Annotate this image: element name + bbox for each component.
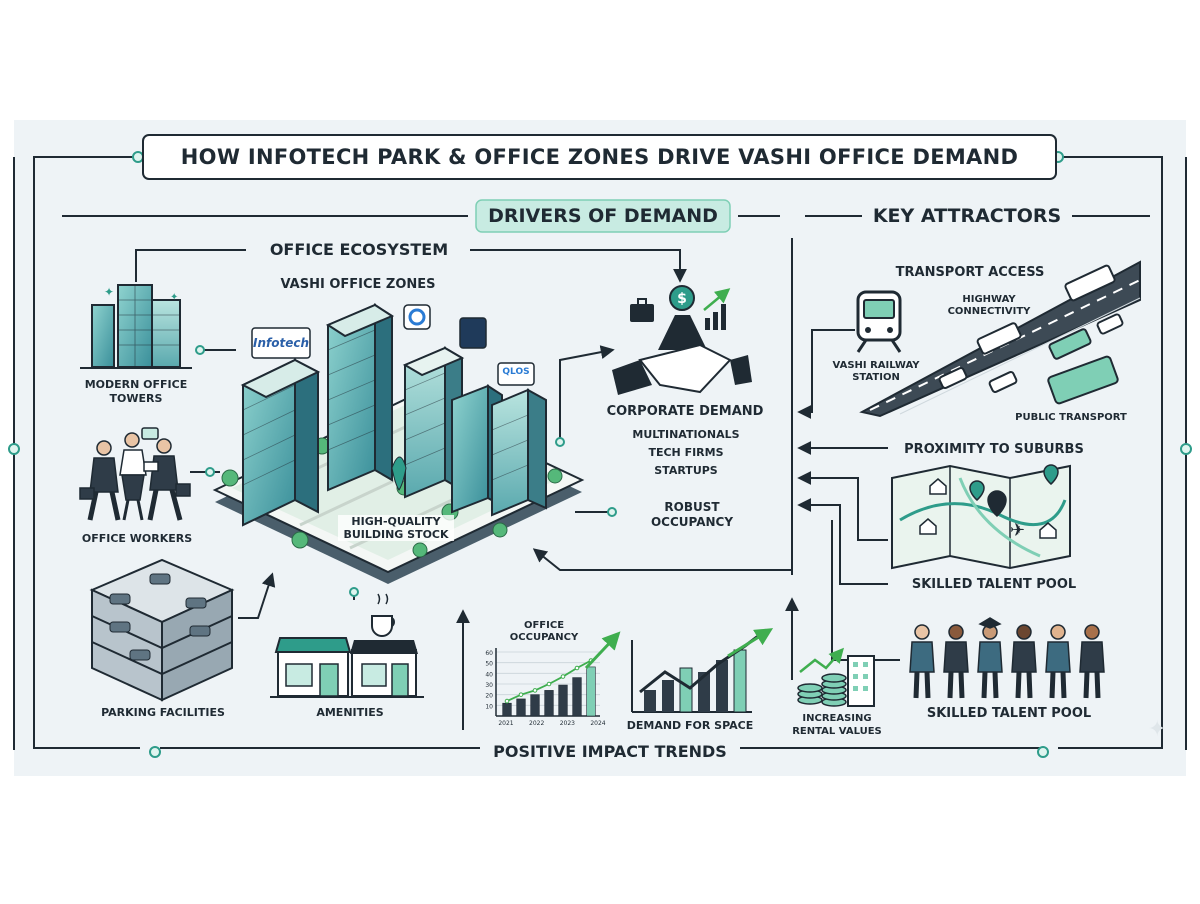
chart-trend-point — [518, 692, 524, 697]
talent-person-icon — [977, 617, 1003, 699]
corporate-item-tech-firms: TECH FIRMS — [648, 446, 724, 459]
chart-x-tick-label: 2024 — [590, 720, 605, 727]
demand-space-chart — [631, 628, 774, 713]
proximity-to-suburbs-label: PROXIMITY TO SUBURBS — [904, 442, 1084, 457]
talent-person-icon — [1045, 624, 1071, 699]
suburbs-map-icon: ✈ — [891, 464, 1071, 570]
parking-icon — [89, 558, 235, 702]
skilled-talent-pool-label-1: SKILLED TALENT POOL — [911, 577, 1077, 592]
vashi-railway-station-label: VASHI RAILWAY STATION — [832, 360, 920, 383]
chart-bar — [516, 698, 526, 717]
transport-access-label: TRANSPORT ACCESS — [895, 265, 1045, 280]
chart-trend-point — [574, 665, 580, 671]
occupancy-chart: 10 20 30 40 50 60 2021 2022 2023 2024 — [485, 631, 621, 727]
office-workers-label: OFFICE WORKERS — [81, 532, 193, 545]
chart-y-tick-label: 20 — [485, 693, 493, 700]
chart-x-tick-label: 2021 — [498, 720, 513, 727]
modern-office-towers-label: MODERN OFFICE TOWERS — [84, 378, 188, 405]
svg-text:✦: ✦ — [104, 285, 114, 299]
chart-trend-point — [546, 681, 552, 687]
sparkle-icon: ✦ — [1148, 717, 1166, 742]
amenities-icon — [270, 593, 424, 698]
parking-facilities-label: PARKING FACILITIES — [101, 706, 225, 719]
corporate-demand-heading: CORPORATE DEMAND — [606, 404, 764, 419]
handshake-icon: $ — [612, 285, 752, 395]
vashi-office-zones-label: VASHI OFFICE ZONES — [280, 277, 436, 292]
infotech-logo-text: Infotech — [252, 336, 309, 350]
chart-trend-point — [504, 698, 510, 704]
amenities-label: AMENITIES — [316, 706, 384, 719]
public-transport-label: PUBLIC TRANSPORT — [1015, 412, 1127, 423]
connector-nodes — [195, 345, 617, 597]
transport-illustration — [856, 260, 1141, 418]
corporate-item-multinationals: MULTINATIONALS — [632, 428, 740, 441]
chart-trend-point — [532, 688, 538, 693]
svg-text:✈: ✈ — [1010, 520, 1025, 541]
title-box — [142, 134, 1057, 180]
building-stock-label: HIGH-QUALITY BUILDING STOCK — [338, 515, 454, 541]
chart-bar — [544, 690, 554, 717]
chart-y-tick-label: 50 — [485, 661, 493, 668]
chart-y-tick-label: 30 — [485, 682, 493, 689]
office-zones-illustration — [212, 303, 585, 584]
chart-growth-arrow — [584, 631, 621, 670]
talent-person-icon — [1011, 624, 1037, 699]
chart-bar — [558, 684, 568, 717]
robust-occupancy-label: ROBUST OCCUPANCY — [650, 500, 734, 529]
chart-bar — [530, 694, 540, 717]
talent-person-icon — [909, 624, 935, 699]
rental-values-icon — [797, 647, 875, 707]
increasing-rental-values-label: INCREASING RENTAL VALUES — [792, 713, 882, 737]
office-occupancy-chart-title: OFFICE OCCUPANCY — [509, 620, 579, 643]
talent-pool-people — [909, 617, 1105, 699]
section-drivers-of-demand: DRIVERS OF DEMAND — [488, 205, 718, 227]
qlos-logo-text: QLOS — [502, 367, 530, 377]
chart-y-tick-label: 60 — [485, 650, 493, 657]
chart-x-tick-label: 2023 — [560, 720, 575, 727]
chart-bar — [502, 702, 512, 717]
talent-person-icon — [1079, 624, 1105, 699]
svg-text:$: $ — [677, 291, 687, 307]
svg-text:✦: ✦ — [170, 292, 178, 303]
highway-connectivity-label: HIGHWAY CONNECTIVITY — [947, 294, 1031, 317]
office-workers-icon — [79, 427, 191, 521]
chart-bar — [586, 666, 596, 717]
section-positive-impact-trends: POSITIVE IMPACT TRENDS — [482, 742, 738, 761]
drivers-pill — [475, 199, 731, 233]
page-title: HOW INFOTECH PARK & OFFICE ZONES DRIVE V… — [180, 145, 1019, 169]
talent-person-icon — [943, 624, 969, 699]
chart-bar — [572, 677, 582, 717]
demand-for-space-label: DEMAND FOR SPACE — [626, 719, 754, 732]
chart-trend-point — [560, 674, 566, 679]
chart-x-tick-label: 2022 — [529, 720, 544, 727]
ecosystem-heading-bg — [248, 238, 470, 262]
office-ecosystem-heading: OFFICE ECOSYSTEM — [269, 240, 449, 259]
chart-y-tick-label: 10 — [485, 703, 493, 710]
section-dividers — [62, 215, 1150, 575]
skilled-talent-pool-label-2: SKILLED TALENT POOL — [926, 706, 1092, 721]
section-key-attractors: KEY ATTRACTORS — [872, 205, 1062, 227]
office-towers-icon: ✦ ✦ — [80, 284, 192, 369]
chart-y-tick-label: 40 — [485, 671, 493, 678]
corporate-item-startups: STARTUPS — [654, 464, 718, 477]
